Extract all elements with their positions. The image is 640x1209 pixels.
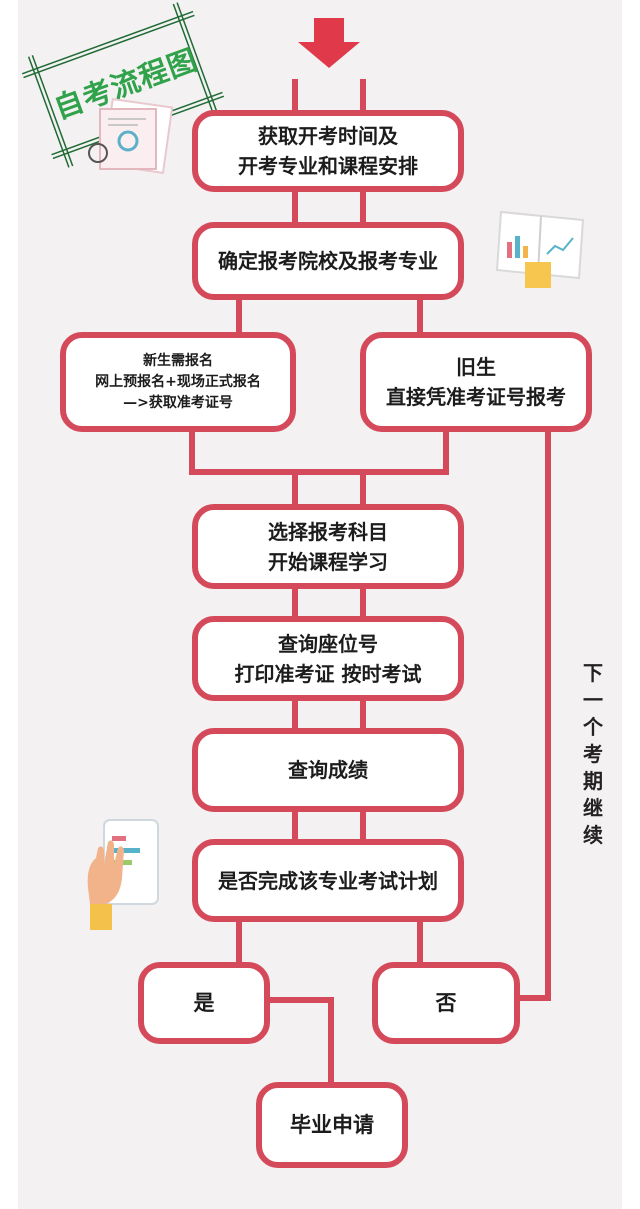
down-arrow-icon	[298, 18, 360, 68]
loop-back-label: 下一个考期继续	[578, 660, 608, 849]
box-text-line: 查询成绩	[288, 758, 368, 782]
step-new-student-register: 新生需报名网上预报名+现场正式报名 —>获取准考证号	[60, 332, 296, 432]
box-text-line: 直接凭准考证号报考	[386, 385, 566, 409]
box-text-line: —>获取准考证号	[123, 394, 233, 411]
box-text-line: 确定报考院校及报考专业	[218, 249, 438, 273]
step-choose-school-major: 确定报考院校及报考专业	[192, 222, 464, 300]
step-check-results: 查询成绩	[192, 728, 464, 812]
box-text-line: 选择报考科目	[268, 519, 388, 544]
box-text-line: 获取开考时间及	[258, 124, 398, 148]
box-text-line: 开考专业和课程安排	[238, 154, 418, 178]
box-text-line: 查询座位号	[278, 631, 378, 656]
box-text-line: 否	[435, 991, 457, 1015]
box-text-line: 打印准考证 按时考试	[234, 661, 422, 686]
chart-book-icon	[495, 210, 585, 288]
box-text-line: 新生需报名	[142, 352, 213, 369]
box-text-line: 是否完成该专业考试计划	[218, 868, 438, 893]
connector-lines	[189, 18, 551, 1089]
box-text-line: 开始课程学习	[268, 549, 388, 574]
tablet-hand-icon	[87, 819, 159, 930]
box-text-line: 毕业申请	[290, 1113, 374, 1137]
step-seat-and-admission-ticket: 查询座位号打印准考证 按时考试	[192, 616, 464, 701]
box-text-line: 旧生	[456, 355, 496, 379]
step-completion-decision: 是否完成该专业考试计划	[192, 839, 464, 922]
box-text-line: 是	[193, 991, 215, 1015]
decision-no: 否	[372, 962, 520, 1044]
step-get-exam-schedule: 获取开考时间及开考专业和课程安排	[192, 110, 464, 192]
box-text-line: 网上预报名+现场正式报名	[95, 373, 261, 390]
documents-icon	[88, 98, 174, 174]
step-old-student-direct: 旧生直接凭准考证号报考	[360, 332, 592, 432]
flowchart-canvas: 自考流程图 获取开考时间及开考专业和课程安排 确定报考院校及报考专业 新生需报	[18, 0, 622, 1209]
decision-yes: 是	[138, 962, 270, 1044]
step-select-subjects: 选择报考科目开始课程学习	[192, 504, 464, 589]
step-graduation-application: 毕业申请	[256, 1082, 408, 1168]
